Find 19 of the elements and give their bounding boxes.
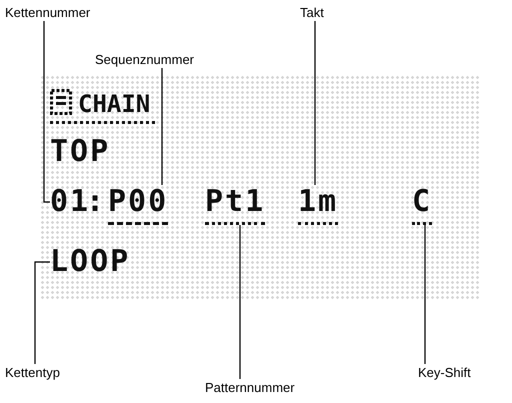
callout-label: Patternnummer — [205, 380, 295, 395]
display-text: LOOP — [50, 245, 130, 279]
leader-line — [161, 68, 163, 185]
callout-label: Sequenznummer — [95, 52, 194, 67]
display-text: 1m — [298, 185, 338, 225]
display-title: CHAIN — [78, 89, 150, 120]
callout-label: Key-Shift — [418, 365, 471, 380]
display-text: P00 — [108, 185, 168, 225]
callout-label: Kettennummer — [5, 5, 90, 20]
leader-line — [43, 21, 50, 203]
display-text: TOP — [50, 135, 110, 169]
leader-line — [239, 225, 241, 379]
leader-line — [424, 225, 426, 364]
callout-label: Takt — [300, 5, 324, 20]
callout-label: Kettentyp — [5, 365, 60, 380]
display-text: Pt1 — [205, 185, 266, 225]
display-text: C — [412, 185, 432, 225]
leader-line — [34, 261, 50, 364]
leader-line — [314, 21, 316, 185]
